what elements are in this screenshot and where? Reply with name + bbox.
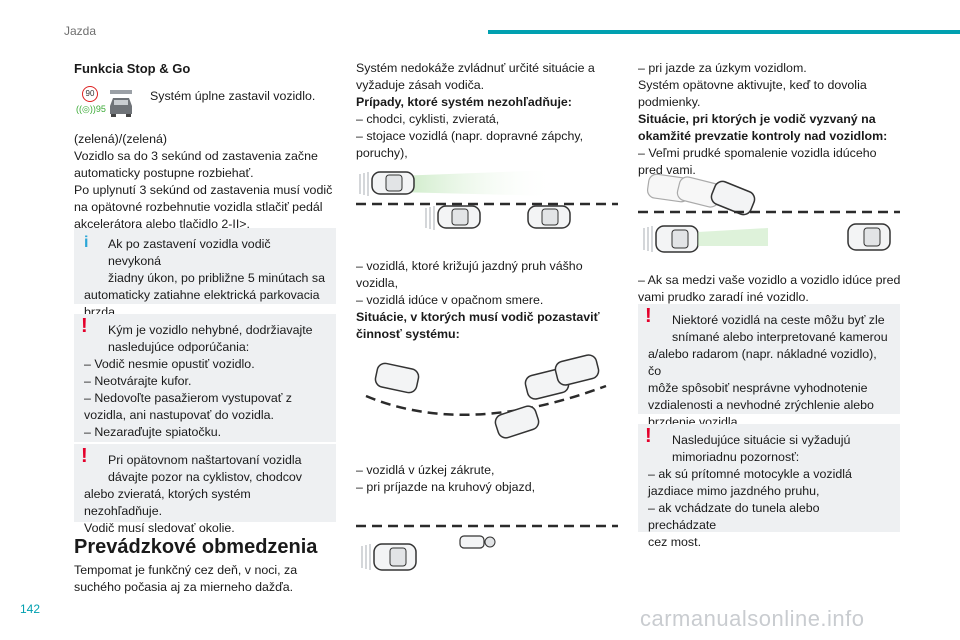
col2-line: – chodci, cyklisti, zvieratá,: [356, 112, 500, 126]
warning-line: Pri opätovnom naštartovaní vozidla: [108, 453, 302, 467]
warning-icon: !: [645, 425, 652, 447]
illustration-sudden-braking: [638, 173, 900, 253]
illustration-narrow-vehicle: [356, 524, 618, 571]
warning-line: – Nedovoľte pasažierom vystupovať z: [84, 391, 292, 405]
col2-subheading: Situácie, v ktorých musí vodič pozastavi…: [356, 310, 600, 324]
col1-limitations-text: Tempomat je funkčný cez deň, v noci, za …: [74, 562, 297, 596]
warning-line: alebo zvieratá, ktorých systém nezohľadň…: [84, 487, 251, 518]
warning-line: vzdialenosti a nevhodné zrýchlenie alebo: [648, 398, 874, 412]
warning-box-stationary: ! Kým je vozidlo nehybné, dodržiavajte n…: [74, 314, 336, 442]
col2-line: vyžaduje zásah vodiča.: [356, 78, 485, 92]
set-speed-label: ((◎))95: [76, 104, 106, 114]
col2-line: – vozidlá, ktoré križujú jazdný pruh váš…: [356, 259, 583, 273]
col3-intro: – pri jazde za úzkym vozidlom. Systém op…: [638, 60, 887, 179]
col2-line: – vozidlá v úzkej zákrute,: [356, 463, 495, 477]
warning-line: – Vodič nesmie opustiť vozidlo.: [84, 357, 255, 371]
warning-line: dávajte pozor na cyklistov, chodcov: [108, 470, 302, 484]
col1-paragraph: (zelená)/(zelená) Vozidlo sa do 3 sekúnd…: [74, 131, 332, 233]
warning-line: nasledujúce odporúčania:: [108, 340, 250, 354]
warning-line: snímané alebo interpretované kamerou: [672, 330, 888, 344]
col2-line: vozidla,: [356, 276, 399, 290]
watermark: carmanualsonline.info: [640, 606, 865, 631]
warning-line: cez most.: [648, 535, 702, 549]
col3-line: Systém opätovne aktivujte, keď to dovoli…: [638, 78, 867, 92]
col2-list2: – vozidlá, ktoré križujú jazdný pruh váš…: [356, 258, 600, 343]
page-number: 142: [20, 602, 41, 616]
car-front-icon: [110, 90, 132, 117]
warning-line: – Nezaraďujte spiatočku.: [84, 425, 222, 439]
stop-go-indicator-icon: 90 ((◎))95: [74, 86, 138, 122]
col3-line: vami prudko zaradí iné vozidlo.: [638, 290, 809, 304]
warning-line: Niektoré vozidlá na ceste môžu byť zle: [672, 313, 885, 327]
warning-box-restart: ! Pri opätovnom naštartovaní vozidla dáv…: [74, 444, 336, 535]
warning-icon: !: [81, 315, 88, 337]
illustration-stationary-vehicles: [356, 170, 618, 230]
header-accent-bar: [488, 30, 960, 34]
stop-go-heading: Funkcia Stop & Go: [74, 61, 191, 76]
warning-icon: !: [81, 445, 88, 467]
col3-list3: – Ak sa medzi vaše vozidlo a vozidlo idú…: [638, 272, 900, 306]
warning-line: Kým je vozidlo nehybné, dodržiavajte: [108, 323, 313, 337]
col2-intro: Systém nedokáže zvládnuť určité situácie…: [356, 60, 595, 162]
col2-subheading: činnosť systému:: [356, 327, 460, 341]
info-line: automaticky zatiahne elektrická parkovac…: [84, 288, 320, 302]
col2-line: poruchy),: [356, 146, 408, 160]
warning-line: mimoriadnu pozornosť:: [672, 450, 800, 464]
col3-subheading: Situácie, pri ktorých je vodič vyzvaný n…: [638, 112, 876, 126]
icon-description: Systém úplne zastavil vozidlo.: [150, 89, 316, 103]
col3-line: – Ak sa medzi vaše vozidlo a vozidlo idú…: [638, 273, 901, 287]
col1-line: Tempomat je funkčný cez deň, v noci, za: [74, 563, 298, 577]
speed-limit-icon: 90: [82, 86, 98, 102]
warning-line: môže spôsobiť nesprávne vyhodnotenie: [648, 381, 868, 395]
col2-line: – stojace vozidlá (napr. dopravné zápchy…: [356, 129, 584, 143]
col3-line: – Veľmi prudké spomalenie vozidla idúceh…: [638, 146, 877, 160]
col1-line: automaticky postupne rozbiehať.: [74, 166, 254, 180]
col1-line: Vozidlo sa do 3 sekúnd od zastavenia zač…: [74, 149, 318, 163]
col1-line: suchého počasia aj za mierneho dažďa.: [74, 580, 294, 594]
col1-line: akcelerátora alebo tlačidlo 2-II>.: [74, 217, 250, 231]
section-heading-limitations: Prevádzkové obmedzenia: [74, 536, 318, 558]
warning-line: – ak sú prítomné motocykle a vozidlá: [648, 467, 852, 481]
col3-line: – pri jazde za úzkym vozidlom.: [638, 61, 807, 75]
warning-line: jazdiace mimo jazdného pruhu,: [648, 484, 820, 498]
col2-list3: – vozidlá v úzkej zákrute, – pri príjazd…: [356, 462, 535, 496]
warning-box-detection: ! Niektoré vozidlá na ceste môžu byť zle…: [638, 304, 900, 429]
warning-icon: !: [645, 305, 652, 327]
col1-line: (zelená)/(zelená): [74, 132, 167, 146]
illustration-narrow-bend: [365, 354, 607, 439]
warning-line: vozidla, ani nastupovať do vozidla.: [84, 408, 274, 422]
col3-line: podmienky.: [638, 95, 701, 109]
col1-line: na opätovné rozbehnutie vozidla stlačiť …: [74, 200, 323, 214]
col3-line: pred vami.: [638, 163, 696, 177]
warning-line: – ak vchádzate do tunela alebo prechádza…: [648, 501, 820, 532]
warning-line: – Neotvárajte kufor.: [84, 374, 192, 388]
col1-line: Po uplynutí 3 sekúnd od zastavenia musí …: [74, 183, 333, 197]
warning-line: Nasledujúce situácie si vyžadujú: [672, 433, 851, 447]
col2-subheading: Prípady, ktoré systém nezohľadňuje:: [356, 95, 572, 109]
info-line: žiadny úkon, po približne 5 minútach sa: [108, 271, 325, 285]
col3-subheading: okamžité prevzatie kontroly nad vozidlom…: [638, 129, 888, 143]
warning-line: Vodič musí sledovať okolie.: [84, 521, 235, 535]
info-box: i Ak po zastavení vozidla vodič nevykoná…: [74, 228, 336, 319]
col2-line: Systém nedokáže zvládnuť určité situácie…: [356, 61, 595, 75]
info-line: Ak po zastavení vozidla vodič nevykoná: [108, 237, 271, 268]
col2-line: – pri príjazde na kruhový objazd,: [356, 480, 536, 494]
warning-line: a/alebo radarom (napr. nákladné vozidlo)…: [648, 347, 877, 378]
col2-line: – vozidlá idúce v opačnom smere.: [356, 293, 544, 307]
warning-box-attention: ! Nasledujúce situácie si vyžadujú mimor…: [638, 424, 900, 549]
section-title: Jazda: [64, 24, 97, 38]
info-icon: i: [84, 234, 89, 251]
